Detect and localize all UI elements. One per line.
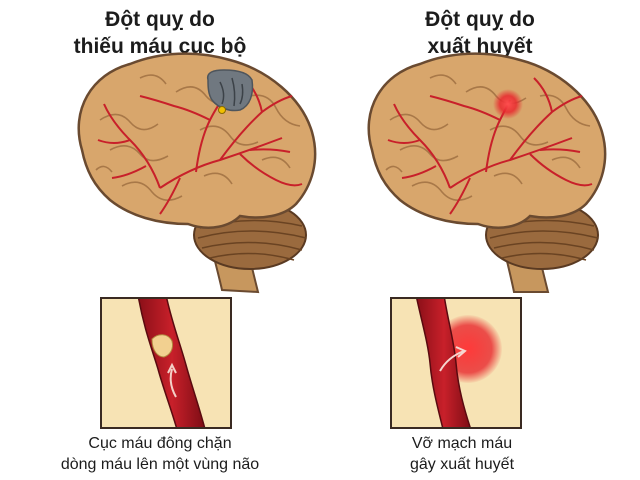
blocked-vessel-illustration — [137, 299, 206, 427]
hemorrhagic-caption-line1: Vỡ mạch máu — [411, 435, 513, 452]
blood-flow-arrow — [169, 368, 177, 398]
cerebrum — [367, 52, 607, 229]
clot-marker — [218, 106, 226, 114]
hemorrhagic-title-line2: xuất huyết — [427, 35, 533, 58]
ischemic-area — [206, 69, 254, 114]
ischemic-title-line1: Đột quỵ do — [105, 8, 215, 31]
ischemic-caption-line2: dòng máu lên một vùng não — [60, 456, 260, 473]
cerebrum — [77, 52, 317, 229]
hemorrhagic-caption-line2: gây xuất huyết — [409, 456, 515, 473]
vessel-wall — [416, 299, 471, 427]
ischemic-caption: Cục máu đông chặn dòng máu lên một vùng … — [0, 433, 320, 475]
ischemic-stroke-panel: Đột quỵ do thiếu máu cục bộ — [0, 6, 320, 475]
rupture-arrow — [439, 350, 465, 372]
ischemic-caption-line1: Cục máu đông chặn — [88, 435, 232, 452]
hemorrhagic-title: Đột quỵ do xuất huyết — [320, 6, 640, 60]
hemorrhagic-title-line1: Đột quỵ do — [425, 8, 535, 31]
hemorrhagic-caption: Vỡ mạch máu gây xuất huyết — [302, 433, 622, 475]
hemorrhage-spot — [493, 89, 523, 119]
ischemic-brain-illustration — [77, 52, 317, 294]
ruptured-vessel-illustration — [416, 299, 502, 427]
hemorrhagic-stroke-panel: Đột quỵ do xuất huyết — [320, 0, 640, 480]
hemorrhagic-vessel-inset — [390, 297, 522, 429]
vessel-wall — [137, 299, 206, 427]
blood-clot — [151, 334, 173, 358]
ischemic-title: Đột quỵ do thiếu máu cục bộ — [0, 6, 320, 60]
ischemic-title-line2: thiếu máu cục bộ — [73, 35, 247, 58]
hemorrhagic-brain-illustration — [367, 52, 607, 293]
brain-vessels — [387, 77, 593, 215]
ischemic-vessel-inset — [100, 297, 232, 429]
